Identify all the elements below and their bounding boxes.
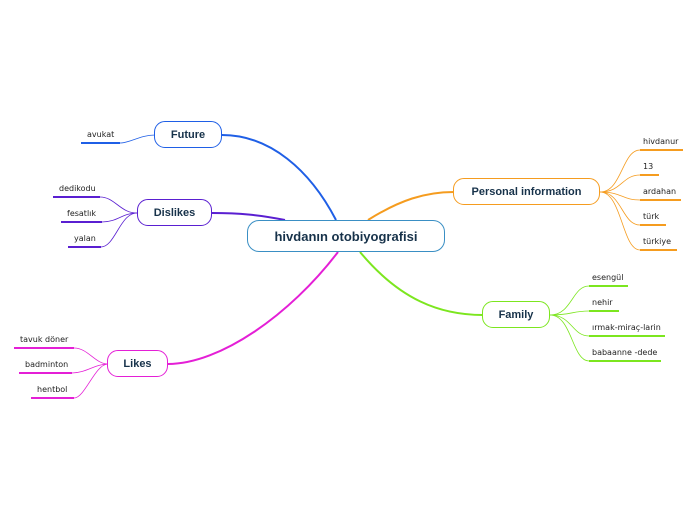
- dislikes-connectors: [53, 196, 286, 248]
- central-topic[interactable]: hivdanın otobiyografisi: [247, 220, 445, 252]
- likes-item[interactable]: hentbol: [37, 385, 68, 394]
- branch-future-label: Future: [170, 128, 206, 141]
- future-item[interactable]: avukat: [87, 130, 115, 139]
- family-item[interactable]: babaanne -dede: [592, 348, 658, 357]
- personal-information-item[interactable]: 13: [643, 162, 654, 171]
- personal-information-item[interactable]: ardahan: [643, 187, 677, 196]
- branch-personal-information[interactable]: Personal information: [453, 178, 600, 205]
- branch-family-label: Family: [498, 308, 534, 321]
- dislikes-item[interactable]: dedikodu: [59, 184, 96, 193]
- dislikes-item[interactable]: fesatlık: [67, 209, 97, 218]
- branch-family[interactable]: Family: [482, 301, 550, 328]
- family-item[interactable]: esengül: [592, 273, 624, 282]
- family-item[interactable]: nehir: [592, 298, 613, 307]
- branch-likes-label: Likes: [123, 357, 152, 370]
- likes-item[interactable]: tavuk döner: [20, 335, 69, 344]
- likes-item[interactable]: badminton: [25, 360, 69, 369]
- personal-information-item[interactable]: türkiye: [643, 237, 672, 246]
- future-connectors: [81, 134, 337, 221]
- central-topic-label: hivdanın otobiyografisi: [274, 228, 418, 244]
- branch-personal-information-label: Personal information: [471, 185, 582, 198]
- branch-dislikes[interactable]: Dislikes: [137, 199, 212, 226]
- dislikes-item[interactable]: yalan: [74, 234, 96, 243]
- branch-future[interactable]: Future: [154, 121, 222, 148]
- branch-dislikes-label: Dislikes: [153, 206, 196, 219]
- family-connectors: [359, 251, 665, 362]
- likes-connectors: [14, 251, 339, 399]
- personal-information-item[interactable]: türk: [643, 212, 660, 221]
- branch-likes[interactable]: Likes: [107, 350, 168, 377]
- personal-information-connectors: [367, 149, 683, 251]
- personal-information-item[interactable]: hivdanur: [643, 137, 679, 146]
- family-item[interactable]: ırmak-miraç-larin: [592, 323, 661, 332]
